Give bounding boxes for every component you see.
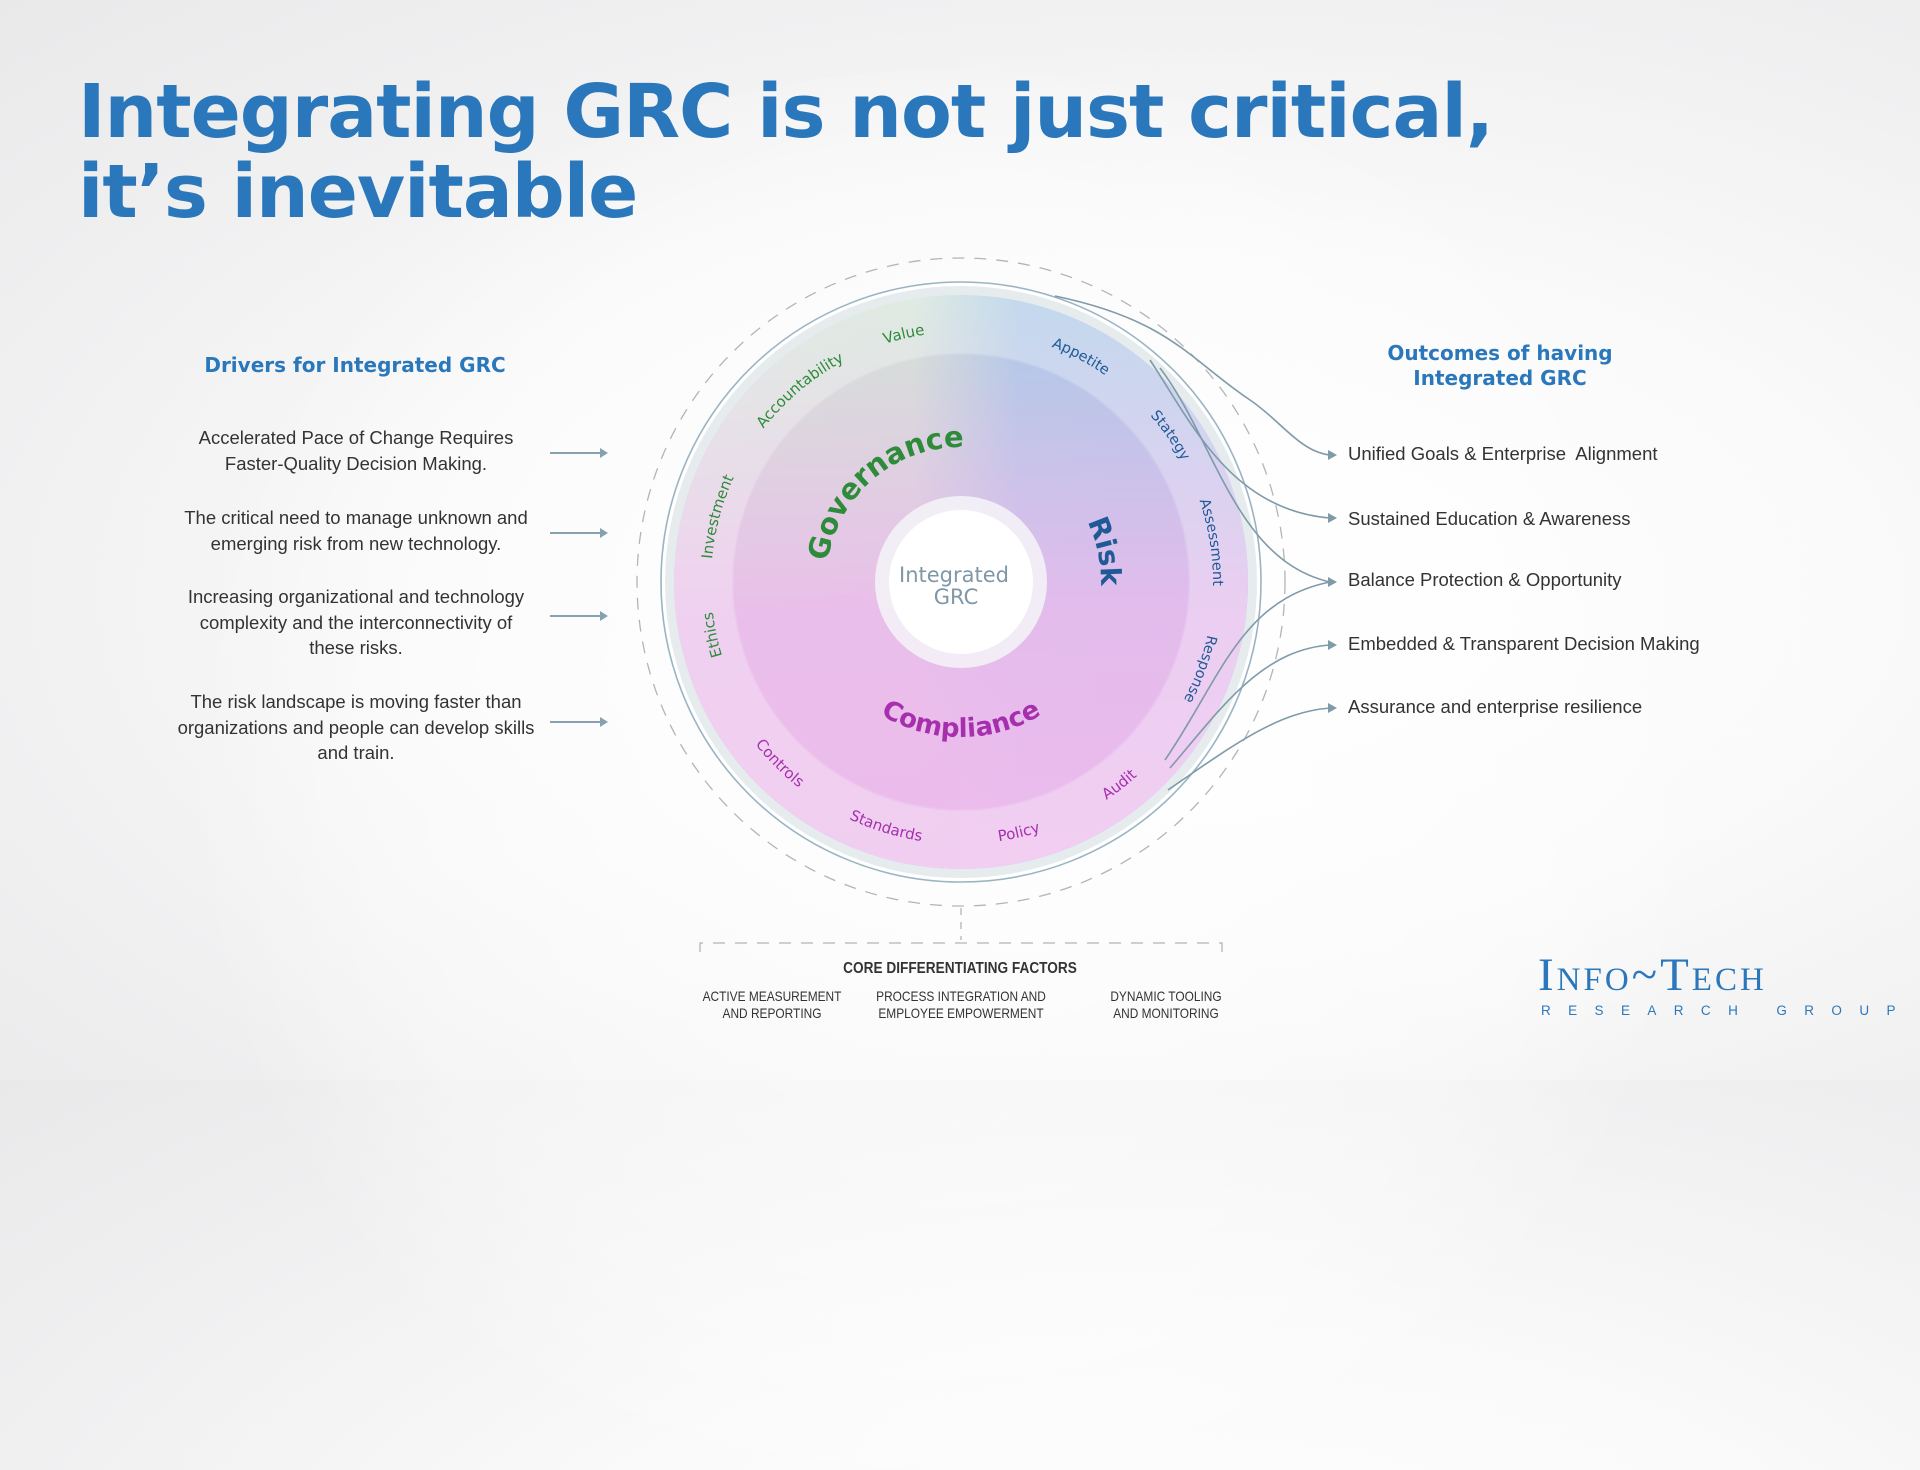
outcomes-heading: Outcomes of having Integrated GRC — [1340, 341, 1660, 391]
outcome-item: Unified Goals & Enterprise Alignment — [1348, 443, 1658, 464]
driver-arrow-icon — [550, 528, 608, 538]
outcome-item: Embedded & Transparent Decision Making — [1348, 633, 1700, 654]
arrow-head-icon — [1328, 450, 1337, 460]
center-label-line-2: GRC — [934, 585, 978, 609]
core-factor-item: ACTIVE MEASUREMENT AND REPORTING — [702, 988, 842, 1021]
driver-arrow-icon — [550, 448, 608, 458]
connector-line — [1159, 367, 1331, 583]
driver-item: The risk landscape is moving faster than… — [177, 691, 535, 763]
title-line-1: Integrating GRC is not just critical, — [78, 69, 1494, 155]
outcome-item: Balance Protection & Opportunity — [1348, 569, 1622, 590]
drivers-heading: Drivers for Integrated GRC — [204, 353, 506, 377]
page-title: Integrating GRC is not just critical, it… — [78, 69, 1494, 235]
core-factors-heading: CORE DIFFERENTIATING FACTORS — [843, 960, 1077, 977]
center-circle — [889, 510, 1033, 654]
title-line-2: it’s inevitable — [78, 149, 638, 235]
connector-line — [1167, 707, 1331, 791]
infotech-logo: Info~Tech — [1538, 949, 1767, 1001]
outcomes-heading-line-1: Outcomes of having — [1387, 341, 1613, 365]
arrow-head-icon — [1328, 577, 1337, 587]
arrow-head-icon — [1328, 513, 1337, 523]
core-factor-item: DYNAMIC TOOLING AND MONITORING — [1110, 988, 1222, 1021]
driver-item: Accelerated Pace of Change Requires Fast… — [198, 427, 514, 474]
driver-arrow-icon — [550, 611, 608, 621]
core-factor-item: PROCESS INTEGRATION AND EMPLOYEE EMPOWER… — [876, 988, 1046, 1021]
outcome-item: Sustained Education & Awareness — [1348, 508, 1631, 529]
core-factors-bracket — [699, 942, 1223, 952]
connector-line — [1164, 581, 1331, 761]
arrow-head-icon — [1328, 703, 1337, 713]
driver-item: The critical need to manage unknown and … — [184, 507, 528, 554]
wheel-disc — [674, 295, 1248, 869]
arrow-head-icon — [1328, 640, 1337, 650]
driver-arrow-icon — [550, 717, 608, 727]
driver-item: Increasing organizational and technology… — [187, 586, 525, 658]
center-label-line-1: Integrated — [899, 563, 1009, 587]
outcome-connectors — [1054, 295, 1331, 791]
outcome-arrow-icons — [1328, 450, 1337, 713]
connector-line — [1054, 295, 1331, 456]
grc-wheel: Integrated GRC GovernanceValueAccountabi… — [636, 257, 1337, 952]
connector-line — [1149, 359, 1331, 519]
connector-line — [1169, 644, 1331, 769]
dashed-outer-ring — [636, 257, 1286, 907]
outcome-item: Assurance and enterprise resilience — [1348, 696, 1643, 717]
outcomes-heading-line-2: Integrated GRC — [1413, 366, 1587, 390]
infotech-logo-subtitle: RESEARCH GROUP — [1541, 1003, 1913, 1018]
